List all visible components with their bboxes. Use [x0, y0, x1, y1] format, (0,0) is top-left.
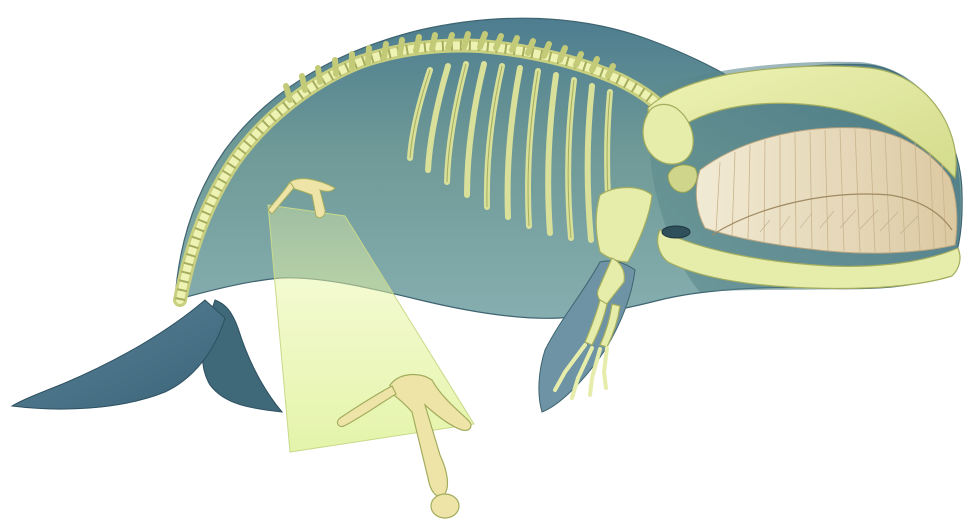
eye	[662, 226, 690, 238]
tail-flukes	[12, 300, 282, 412]
femur-remnant	[431, 494, 459, 518]
tail-fluke-upper	[12, 300, 225, 409]
